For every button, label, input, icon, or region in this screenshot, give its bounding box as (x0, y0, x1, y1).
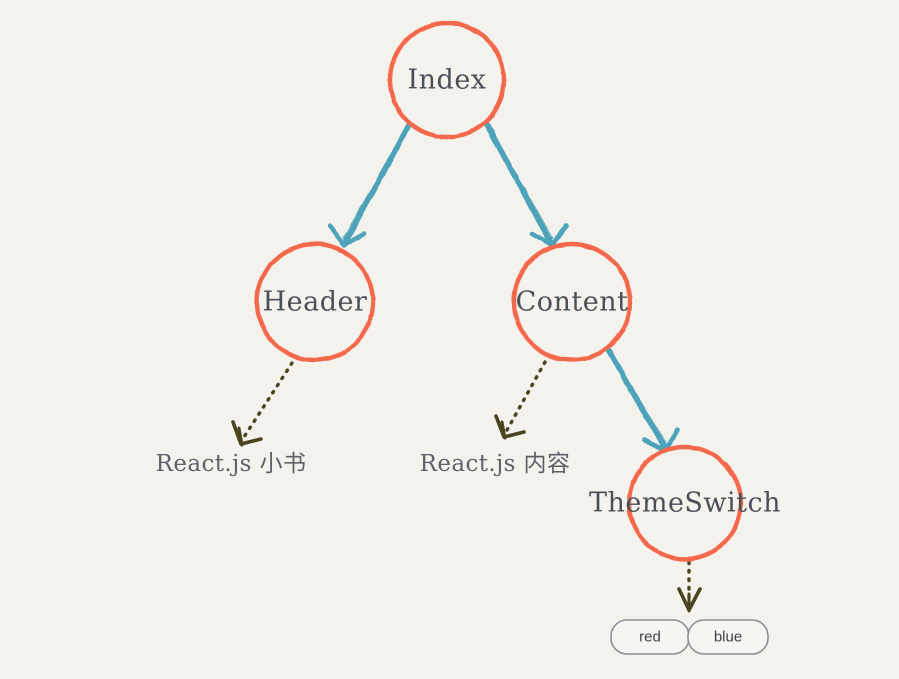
option-box-blue[interactable] (687, 619, 769, 655)
option-label-blue[interactable]: blue (713, 628, 743, 646)
option-label-red[interactable]: red (639, 628, 661, 646)
edge-content-to-themeswitch (605, 346, 681, 454)
leaf-label-content-output: React.js 内容 (419, 451, 571, 477)
node-circle-content[interactable] (511, 241, 633, 363)
edge-index-to-header (327, 122, 412, 248)
node-circle-header[interactable] (254, 241, 376, 363)
edge-index-to-content (484, 122, 569, 248)
edge-header-to-output (231, 361, 294, 447)
edge-themeswitch-to-options (677, 560, 702, 613)
edge-content-to-output (494, 360, 547, 440)
leaf-label-header-output: React.js 小书 (155, 451, 307, 477)
node-circle-index[interactable] (387, 20, 507, 140)
node-circle-themeswitch[interactable] (626, 444, 744, 562)
